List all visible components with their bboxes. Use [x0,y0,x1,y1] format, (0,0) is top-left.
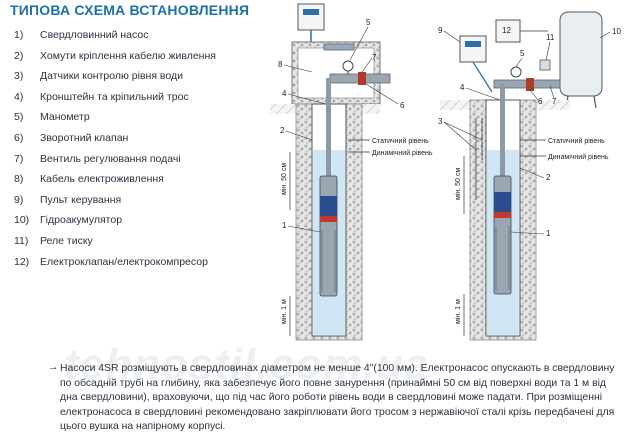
legend-number: 3) [14,70,24,83]
legend-item: 2) Хомути кріплення кабелю живлення [14,49,274,70]
callout-9: 9 [438,26,443,35]
static-level-label: Статичний рівень [372,137,429,145]
legend-item: 12) Електроклапан/електрокомпресор [14,255,274,276]
legend-label: Зворотний клапан [40,131,129,144]
pressure-tank [559,11,603,97]
dynamic-level-label: Динамічний рівень [372,149,433,157]
right-well-diagram: Статичний рівень Динамічний рівень мін. … [438,11,621,341]
min-1m-label: мін. 1 м [454,299,462,324]
callout-7: 7 [552,97,557,106]
legend-item: 6) Зворотний клапан [14,131,274,152]
callout-4: 4 [460,83,465,92]
legend-label: Вентиль регулювання подачі [40,152,181,165]
legend-label: Пульт керування [40,193,122,206]
legend-item: 5) Манометр [14,110,274,131]
legend-label: Кабель електроживлення [40,173,164,186]
legend-label: Свердловинний насос [40,29,149,41]
legend-number: 7) [14,152,24,165]
callout-11: 11 [546,33,555,42]
legend-label: Кронштейн та кріпильний трос [40,90,189,103]
check-valve-icon [526,78,534,91]
min-1m-label: мін. 1 м [280,299,288,324]
pressure-switch [539,59,551,71]
legend-label: Реле тиску [40,234,93,247]
legend-number: 5) [14,111,24,124]
installation-diagram: Статичний рівень Динамічний рівень мін. … [270,3,621,341]
callout-5: 5 [366,18,371,27]
legend-number: 11) [14,234,29,247]
pump-red-band [494,212,511,218]
legend-number: 1) [14,29,24,41]
control-box-display [303,9,319,15]
pump-label-band [320,196,337,216]
legend-item: 3) Датчики контролю рівня води [14,69,274,90]
callout-1: 1 [282,221,287,230]
callout-7: 7 [372,53,377,62]
legend-list: 1) Свердловинний насос 2) Хомути кріплення… [14,28,274,275]
legend-number: 9) [14,193,24,206]
callout-12: 12 [502,26,511,35]
legend-item: 10) Гідроакумулятор [14,213,274,234]
legend-number: 2) [14,49,24,62]
manometer-icon [342,60,354,72]
callout-5: 5 [520,49,525,58]
callout-3: 3 [438,117,443,126]
legend-label: Хомути кріплення кабелю живлення [40,49,216,62]
min-50-label: мін. 50 см [454,168,462,200]
min-50-label: мін. 50 см [280,163,288,195]
note-arrow: → [48,362,59,373]
legend-number: 4) [14,90,24,103]
page-title: ТИПОВА СХЕМА ВСТАНОВЛЕННЯ [10,2,250,18]
pump-red-band [320,216,337,222]
submersible-pump [319,175,338,297]
legend-item: 1) Свердловинний насос [14,28,274,49]
legend-item: 9) Пульт керування [14,193,274,214]
callout-2: 2 [546,173,551,182]
pump-label-band [494,192,511,212]
left-well-diagram: Статичний рівень Динамічний рівень мін. … [270,3,433,341]
callout-1: 1 [546,229,551,238]
control-box [297,3,325,31]
legend-number: 10) [14,214,30,227]
callout-2: 2 [280,126,285,135]
callout-10: 10 [612,27,621,36]
manometer-icon [510,66,522,78]
legend-label: Датчики контролю рівня води [40,70,183,83]
legend-item: 8) Кабель електроживлення [14,172,274,193]
control-box-display [465,41,481,47]
power-cable [472,61,493,93]
riser-pipe [500,84,505,184]
riser-pipe [326,78,331,182]
installation-note: Насоси 4SR розміщують в свердловинах діа… [60,363,615,433]
legend-number: 6) [14,131,24,144]
callout-6: 6 [538,97,543,106]
static-level-label: Статичний рівень [548,137,605,145]
callout-8: 8 [278,60,283,69]
control-box [459,35,487,63]
legend-label: Манометр [40,111,90,124]
chamber-lid [323,43,355,51]
check-valve-icon [358,72,366,85]
legend-item: 7) Вентиль регулювання подачі [14,152,274,173]
legend-item: 11) Реле тиску [14,234,274,255]
callout-6: 6 [400,101,405,110]
legend-number: 12) [14,255,30,268]
legend-number: 8) [14,173,24,186]
callout-4: 4 [282,89,287,98]
dynamic-level-label: Динамічний рівень [548,153,609,161]
legend-item: 4) Кронштейн та кріпильний трос [14,90,274,111]
legend-label: Електроклапан/електрокомпресор [40,255,208,268]
legend-label: Гідроакумулятор [40,214,123,227]
